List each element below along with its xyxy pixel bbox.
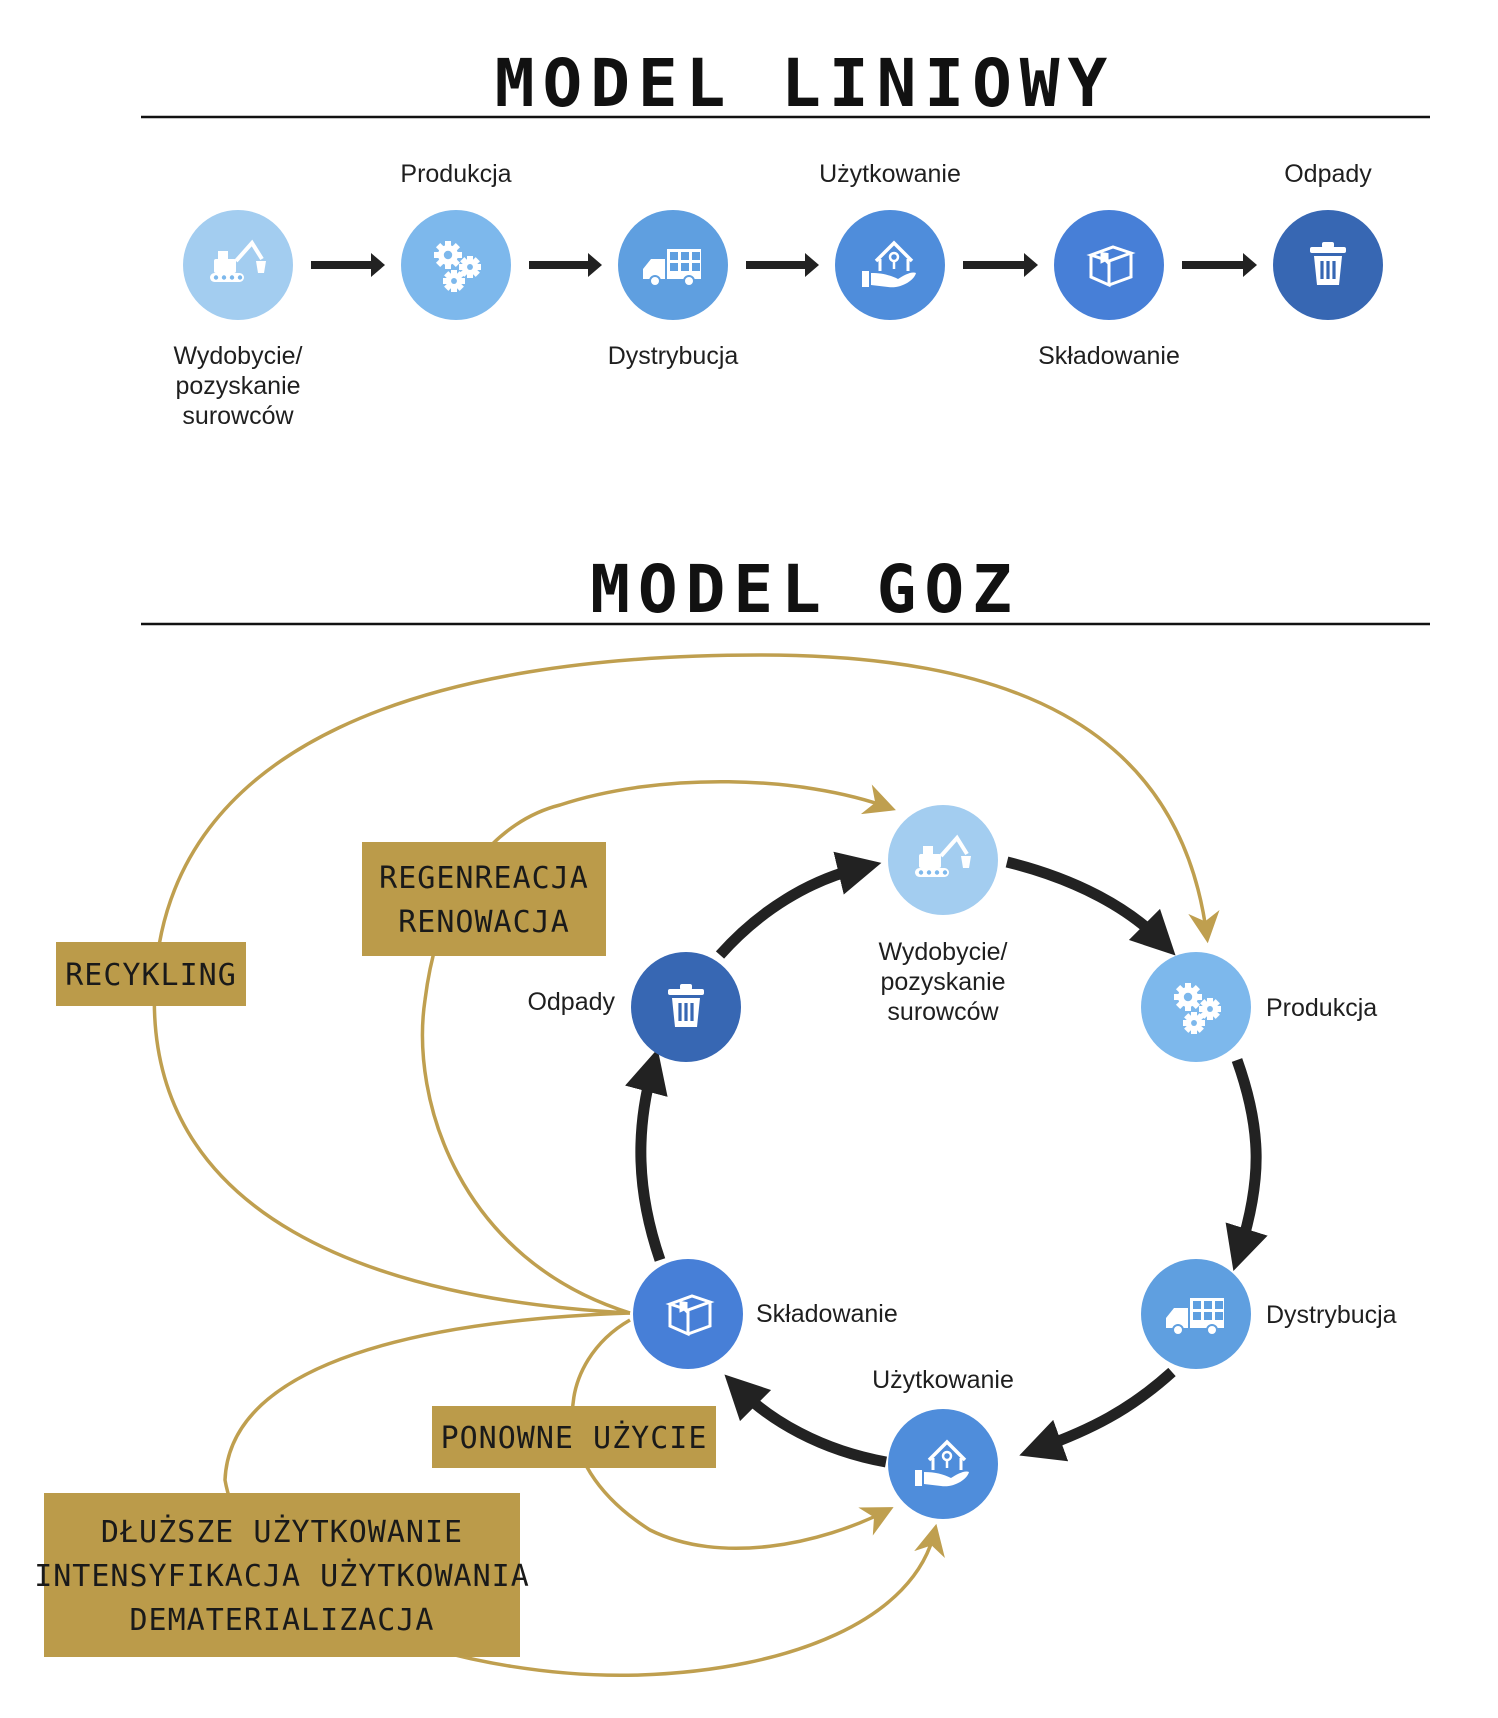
cycle-label-production: Produkcja — [1266, 994, 1377, 1022]
linear-step-label-3: Użytkowanie — [819, 160, 961, 188]
truck-icon — [1166, 1298, 1224, 1336]
linear-step-label-5-line: Odpady — [1284, 160, 1372, 188]
arrow-production-distribution — [1225, 1058, 1268, 1271]
loop-box-text-longer-use: DEMATERIALIZACJA — [130, 1603, 435, 1638]
cycle-label-extraction-line: Wydobycie/ — [879, 938, 1008, 966]
truck-icon — [643, 249, 701, 287]
loop-box-text-longer-use: DŁUŻSZE UŻYTKOWANIE — [101, 1514, 463, 1550]
linear-step-label-2: Dystrybucja — [608, 342, 739, 370]
cycle-node-extraction — [888, 805, 998, 915]
linear-arrowhead-3 — [1024, 253, 1038, 277]
cycle-label-extraction-line: pozyskanie — [880, 968, 1005, 996]
linear-step-3-circle — [835, 210, 945, 320]
loop-box-text-regeneration: RENOWACJA — [398, 905, 570, 940]
linear-arrowhead-0 — [371, 253, 385, 277]
reuse-loop-curve — [570, 1318, 894, 1551]
cycle-node-extraction-circle — [888, 805, 998, 915]
excavator-icon — [210, 239, 266, 282]
linear-step-2 — [618, 210, 728, 320]
linear-step-1 — [401, 210, 511, 320]
cycle-label-usage-line: Użytkowanie — [872, 1366, 1014, 1394]
loop-box-text-reuse: PONOWNE UŻYCIE — [441, 1420, 708, 1456]
linear-step-label-0-line: surowców — [182, 402, 294, 430]
loop-box-longer-use: DŁUŻSZE UŻYTKOWANIE INTENSYFIKACJA UŻYTKO… — [34, 1493, 530, 1657]
linear-arrowhead-2 — [805, 253, 819, 277]
cycle-label-distribution-line: Dystrybucja — [1266, 1301, 1397, 1329]
box-icon — [1086, 245, 1136, 288]
loop-box-text-recycling: RECYKLING — [65, 958, 237, 993]
excavator-icon — [915, 834, 971, 877]
gears-icon — [434, 241, 481, 292]
linear-step-label-0-line: Wydobycie/ — [174, 342, 303, 370]
linear-step-label-3-line: Użytkowanie — [819, 160, 961, 188]
linear-step-3 — [835, 210, 945, 320]
arrow-extraction-production — [1005, 856, 1176, 956]
linear-step-0 — [183, 210, 293, 320]
linear-model-title: MODEL LINIOWY — [495, 45, 1116, 122]
loop-box-bg-reuse — [432, 1406, 716, 1468]
cycle-arrows — [625, 851, 1268, 1468]
loop-box-text-regeneration: REGENREACJA — [379, 861, 589, 896]
linear-step-label-5: Odpady — [1284, 160, 1372, 188]
linear-arrowhead-1 — [588, 253, 602, 277]
cycle-label-usage: Użytkowanie — [872, 1366, 1014, 1394]
cycle-label-distribution: Dystrybucja — [1266, 1301, 1397, 1329]
arrow-distribution-usage — [1019, 1367, 1176, 1462]
loop-boxes: RECYKLING REGENREACJA RENOWACJA PONOWNE UŻY… — [34, 842, 716, 1657]
arrow-storage-waste — [625, 1048, 668, 1262]
linear-step-label-1-line: Produkcja — [400, 160, 511, 188]
arrow-waste-extraction — [715, 851, 882, 959]
gears-icon — [1174, 983, 1221, 1034]
cycle-label-storage: Składowanie — [756, 1300, 898, 1328]
loop-box-bg-recycling — [56, 942, 246, 1006]
linear-step-label-0-line: pozyskanie — [175, 372, 300, 400]
linear-step-label-4-line: Składowanie — [1038, 342, 1180, 370]
loop-box-reuse: PONOWNE UŻYCIE — [432, 1406, 716, 1468]
recycling-loop-curve — [152, 653, 1220, 1315]
cycle-node-usage — [888, 1409, 998, 1519]
trash-icon — [1310, 242, 1346, 285]
cycle-label-waste: Odpady — [527, 988, 615, 1016]
loop-box-bg-longer-use — [44, 1493, 520, 1657]
cycle-label-storage-line: Składowanie — [756, 1300, 898, 1328]
cycle-node-production — [1141, 952, 1251, 1062]
house-hand-icon — [862, 240, 916, 288]
loop-box-bg-regeneration — [362, 842, 606, 956]
box-icon — [665, 1294, 715, 1337]
cycle-label-waste-line: Odpady — [527, 988, 615, 1016]
loop-box-recycling: RECYKLING — [56, 942, 246, 1006]
linear-step-label-2-line: Dystrybucja — [608, 342, 739, 370]
linear-arrowhead-4 — [1243, 253, 1257, 277]
linear-step-0-circle — [183, 210, 293, 320]
linear-step-label-1: Produkcja — [400, 160, 511, 188]
arrow-usage-storage — [724, 1374, 887, 1468]
house-hand-icon — [915, 1439, 969, 1487]
cycle-node-storage — [633, 1259, 743, 1369]
linear-step-4 — [1054, 210, 1164, 320]
loop-box-regeneration: REGENREACJA RENOWACJA — [362, 842, 606, 956]
trash-icon — [668, 984, 704, 1027]
loop-box-text-longer-use: INTENSYFIKACJA UŻYTKOWANIA — [34, 1558, 530, 1594]
cycle-node-waste — [631, 952, 741, 1062]
linear-step-5 — [1273, 210, 1383, 320]
linear-step-label-4: Składowanie — [1038, 342, 1180, 370]
cycle-label-production-line: Produkcja — [1266, 994, 1377, 1022]
cycle-node-usage-circle — [888, 1409, 998, 1519]
cycle-label-extraction-line: surowców — [887, 998, 999, 1026]
circular-model-title: MODEL GOZ — [590, 551, 1020, 628]
cycle-node-distribution — [1141, 1259, 1251, 1369]
